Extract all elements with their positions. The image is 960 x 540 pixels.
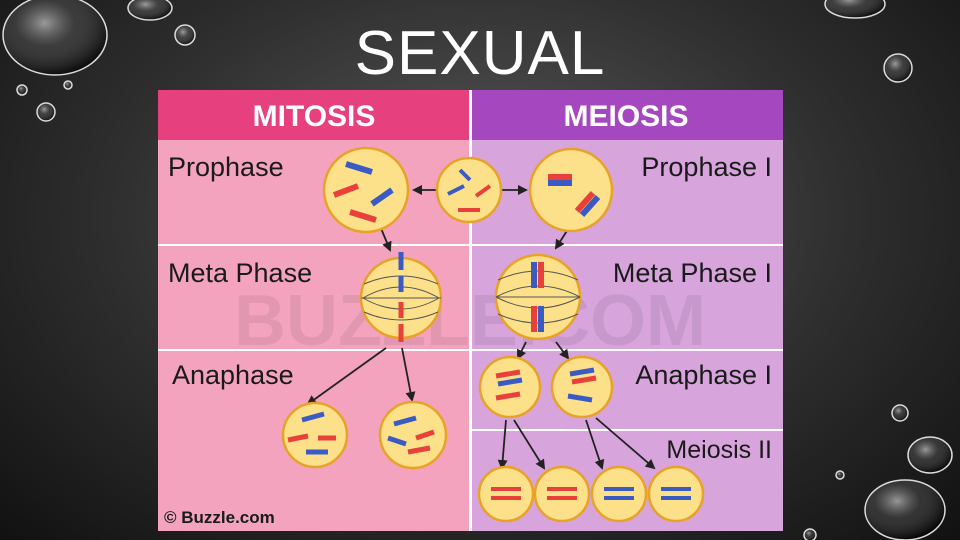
cell-gamete <box>477 465 535 523</box>
meiosis-anaphase-i-label: Anaphase I <box>635 360 772 390</box>
credit-text: © Buzzle.com <box>164 508 275 527</box>
cell-meiosis-anaphase-i <box>478 355 542 419</box>
watermark-text: BUZZLE.COM <box>234 281 706 361</box>
chromosomes <box>287 161 691 500</box>
mitosis-anaphase-label: Anaphase <box>172 360 294 390</box>
cell-parent <box>435 156 503 224</box>
mitosis-header-band <box>158 90 470 140</box>
meiosis-header: MEIOSIS <box>563 100 688 133</box>
mitosis-header: MITOSIS <box>253 100 376 133</box>
cell-gamete <box>533 465 591 523</box>
cell-gamete <box>590 465 648 523</box>
column-divider <box>469 90 472 531</box>
mitosis-metaphase-label: Meta Phase <box>168 258 312 288</box>
cell-mitosis-daughter <box>281 401 349 469</box>
meiosis-metaphase-i-label: Meta Phase I <box>613 258 772 288</box>
meiosis-ii-label: Meiosis II <box>666 436 772 464</box>
cell-gamete <box>647 465 705 523</box>
mitosis-meiosis-figure: BUZZLE.COM MITOSIS MEIOSIS Prophase Meta… <box>158 90 783 531</box>
mitosis-prophase-label: Prophase <box>168 152 284 182</box>
slide-title: SEXUAL <box>354 19 606 88</box>
cell-mitosis-daughter <box>378 400 448 470</box>
meiosis-header-band <box>472 90 783 140</box>
cell-mitosis-prophase <box>322 146 410 234</box>
meiosis-prophase-i-label: Prophase I <box>641 152 772 182</box>
process-arrows <box>306 185 656 470</box>
cell-meiosis-prophase-i <box>528 147 614 233</box>
cell-meiosis-anaphase-i <box>550 355 614 419</box>
